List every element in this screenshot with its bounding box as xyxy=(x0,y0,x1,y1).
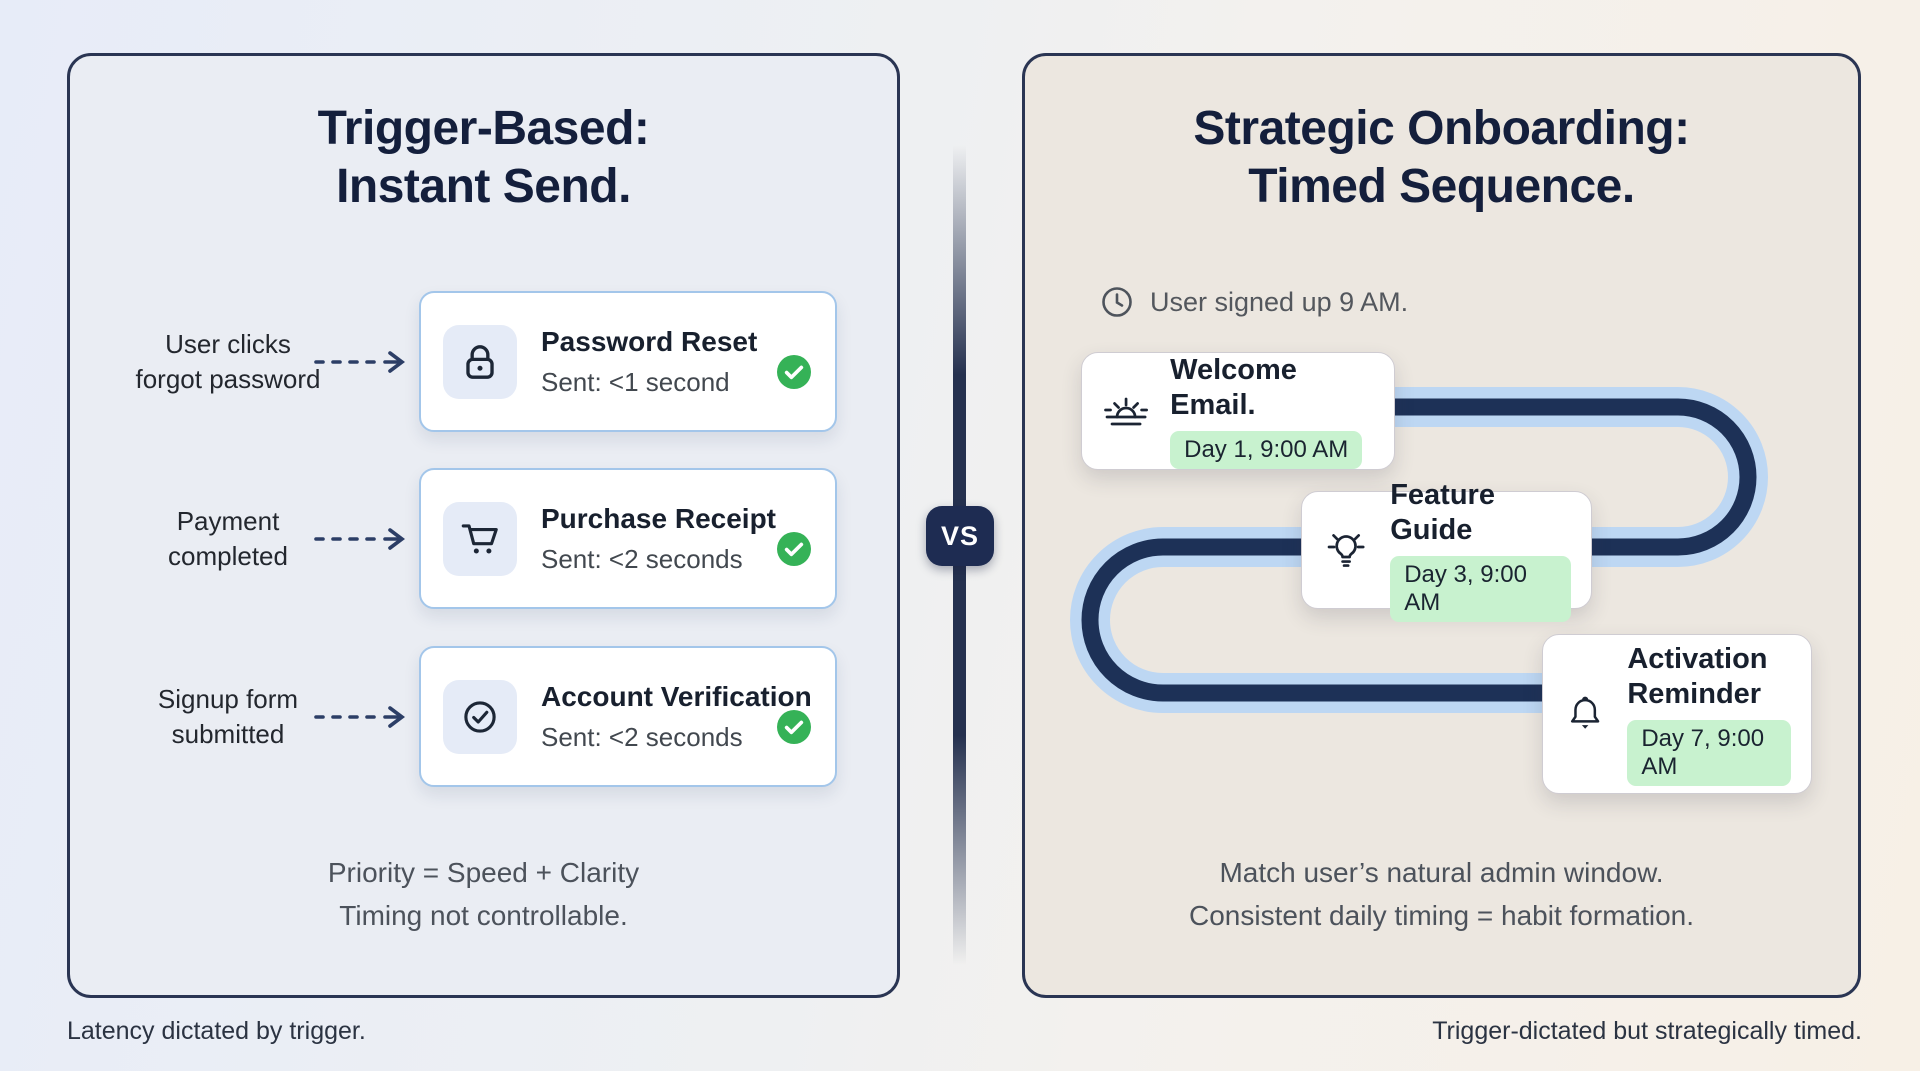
schedule-badge: Day 1, 9:00 AM xyxy=(1170,430,1363,469)
sent-time: Sent: <1 second xyxy=(541,366,730,397)
email-card-purchase-receipt: Purchase Receipt Sent: <2 seconds xyxy=(419,468,837,609)
bell-icon xyxy=(1570,696,1600,729)
vs-badge: VS xyxy=(926,506,994,566)
step-card-feature-guide: Feature Guide Day 3, 9:00 AM xyxy=(1301,479,1592,622)
clock-icon xyxy=(1102,287,1132,317)
email-title: Purchase Receipt xyxy=(541,502,776,534)
left-summary-line1: Priority = Speed + Clarity xyxy=(327,857,640,888)
trigger-row-purchase-receipt: Payment completed xyxy=(70,468,897,609)
lightbulb-icon xyxy=(1327,534,1365,567)
left-summary-line2: Timing not controllable. xyxy=(339,900,628,932)
trigger-label-line1: Payment xyxy=(176,505,280,536)
trigger-based-panel: Trigger-Based: Instant Send. User clicks… xyxy=(67,53,900,998)
right-title-line2: Timed Sequence. xyxy=(1248,159,1635,213)
trigger-row-account-verification: Signup form submitted Accoun xyxy=(70,646,897,787)
step-title: Activation Reminder xyxy=(1627,643,1768,710)
left-panel-title: Trigger-Based: Instant Send. xyxy=(70,100,897,215)
icon-container xyxy=(443,501,517,576)
signup-note: User signed up 9 AM. xyxy=(1150,286,1409,317)
dashed-arrow-icon xyxy=(313,526,413,552)
step-text: Welcome Email. Day 1, 9:00 AM xyxy=(1170,353,1374,469)
step-text: Activation Reminder Day 7, 9:00 AM xyxy=(1627,642,1791,786)
right-panel-title: Strategic Onboarding: Timed Sequence. xyxy=(1025,100,1858,215)
trigger-label-line2: submitted xyxy=(171,718,285,749)
schedule-badge: Day 7, 9:00 AM xyxy=(1627,719,1791,786)
step-title: Feature Guide xyxy=(1390,479,1495,546)
signup-note-row: User signed up 9 AM. xyxy=(1099,284,1408,320)
step-card-activation-reminder: Activation Reminder Day 7, 9:00 AM xyxy=(1542,634,1812,794)
left-title-line2: Instant Send. xyxy=(336,159,631,213)
trigger-label: Signup form submitted xyxy=(88,681,368,751)
left-title-line1: Trigger-Based: xyxy=(317,102,650,155)
email-title: Account Verification xyxy=(541,680,812,712)
lock-icon xyxy=(466,344,494,379)
icon-container xyxy=(443,679,517,754)
trigger-label-line1: User clicks xyxy=(165,328,291,359)
right-summary: Match user’s natural admin window. Consi… xyxy=(1025,851,1858,938)
cart-icon xyxy=(461,523,498,554)
icon-container xyxy=(443,324,517,399)
card-text: Password Reset Sent: <1 second xyxy=(541,326,757,398)
email-card-account-verification: Account Verification Sent: <2 seconds xyxy=(419,646,837,787)
right-footnote: Trigger-dictated but strategically timed… xyxy=(1432,1017,1862,1045)
trigger-label: Payment completed xyxy=(88,503,368,573)
trigger-label-line2: completed xyxy=(168,540,288,571)
schedule-badge: Day 3, 9:00 AM xyxy=(1390,555,1571,622)
success-check-icon xyxy=(777,355,811,390)
right-summary-line2: Consistent daily timing = habit formatio… xyxy=(1188,900,1695,932)
step-card-welcome-email: Welcome Email. Day 1, 9:00 AM xyxy=(1081,352,1395,470)
email-card-password-reset: Password Reset Sent: <1 second xyxy=(419,291,837,432)
sent-time: Sent: <2 seconds xyxy=(541,543,743,574)
left-summary: Priority = Speed + Clarity Timing not co… xyxy=(70,851,897,938)
trigger-label-line2: forgot password xyxy=(135,363,321,394)
check-circle-icon xyxy=(464,700,496,733)
success-check-icon xyxy=(777,710,811,745)
step-text: Feature Guide Day 3, 9:00 AM xyxy=(1390,478,1571,622)
strategic-onboarding-panel: Strategic Onboarding: Timed Sequence. Us… xyxy=(1022,53,1861,998)
sent-time: Sent: <2 seconds xyxy=(541,721,743,752)
right-summary-line1: Match user’s natural admin window. xyxy=(1219,857,1664,888)
step-title: Welcome Email. xyxy=(1170,354,1297,421)
trigger-row-password-reset: User clicks forgot password xyxy=(70,291,897,432)
card-text: Account Verification Sent: <2 seconds xyxy=(541,681,812,753)
trigger-label: User clicks forgot password xyxy=(88,326,368,396)
success-check-icon xyxy=(777,532,811,567)
dashed-arrow-icon xyxy=(313,349,413,375)
dashed-arrow-icon xyxy=(313,704,413,730)
card-text: Purchase Receipt Sent: <2 seconds xyxy=(541,503,776,575)
left-footnote: Latency dictated by trigger. xyxy=(67,1017,366,1045)
trigger-label-line1: Signup form xyxy=(157,683,299,714)
sunrise-icon xyxy=(1104,397,1148,426)
email-title: Password Reset xyxy=(541,325,758,357)
right-title-line1: Strategic Onboarding: xyxy=(1193,102,1690,155)
